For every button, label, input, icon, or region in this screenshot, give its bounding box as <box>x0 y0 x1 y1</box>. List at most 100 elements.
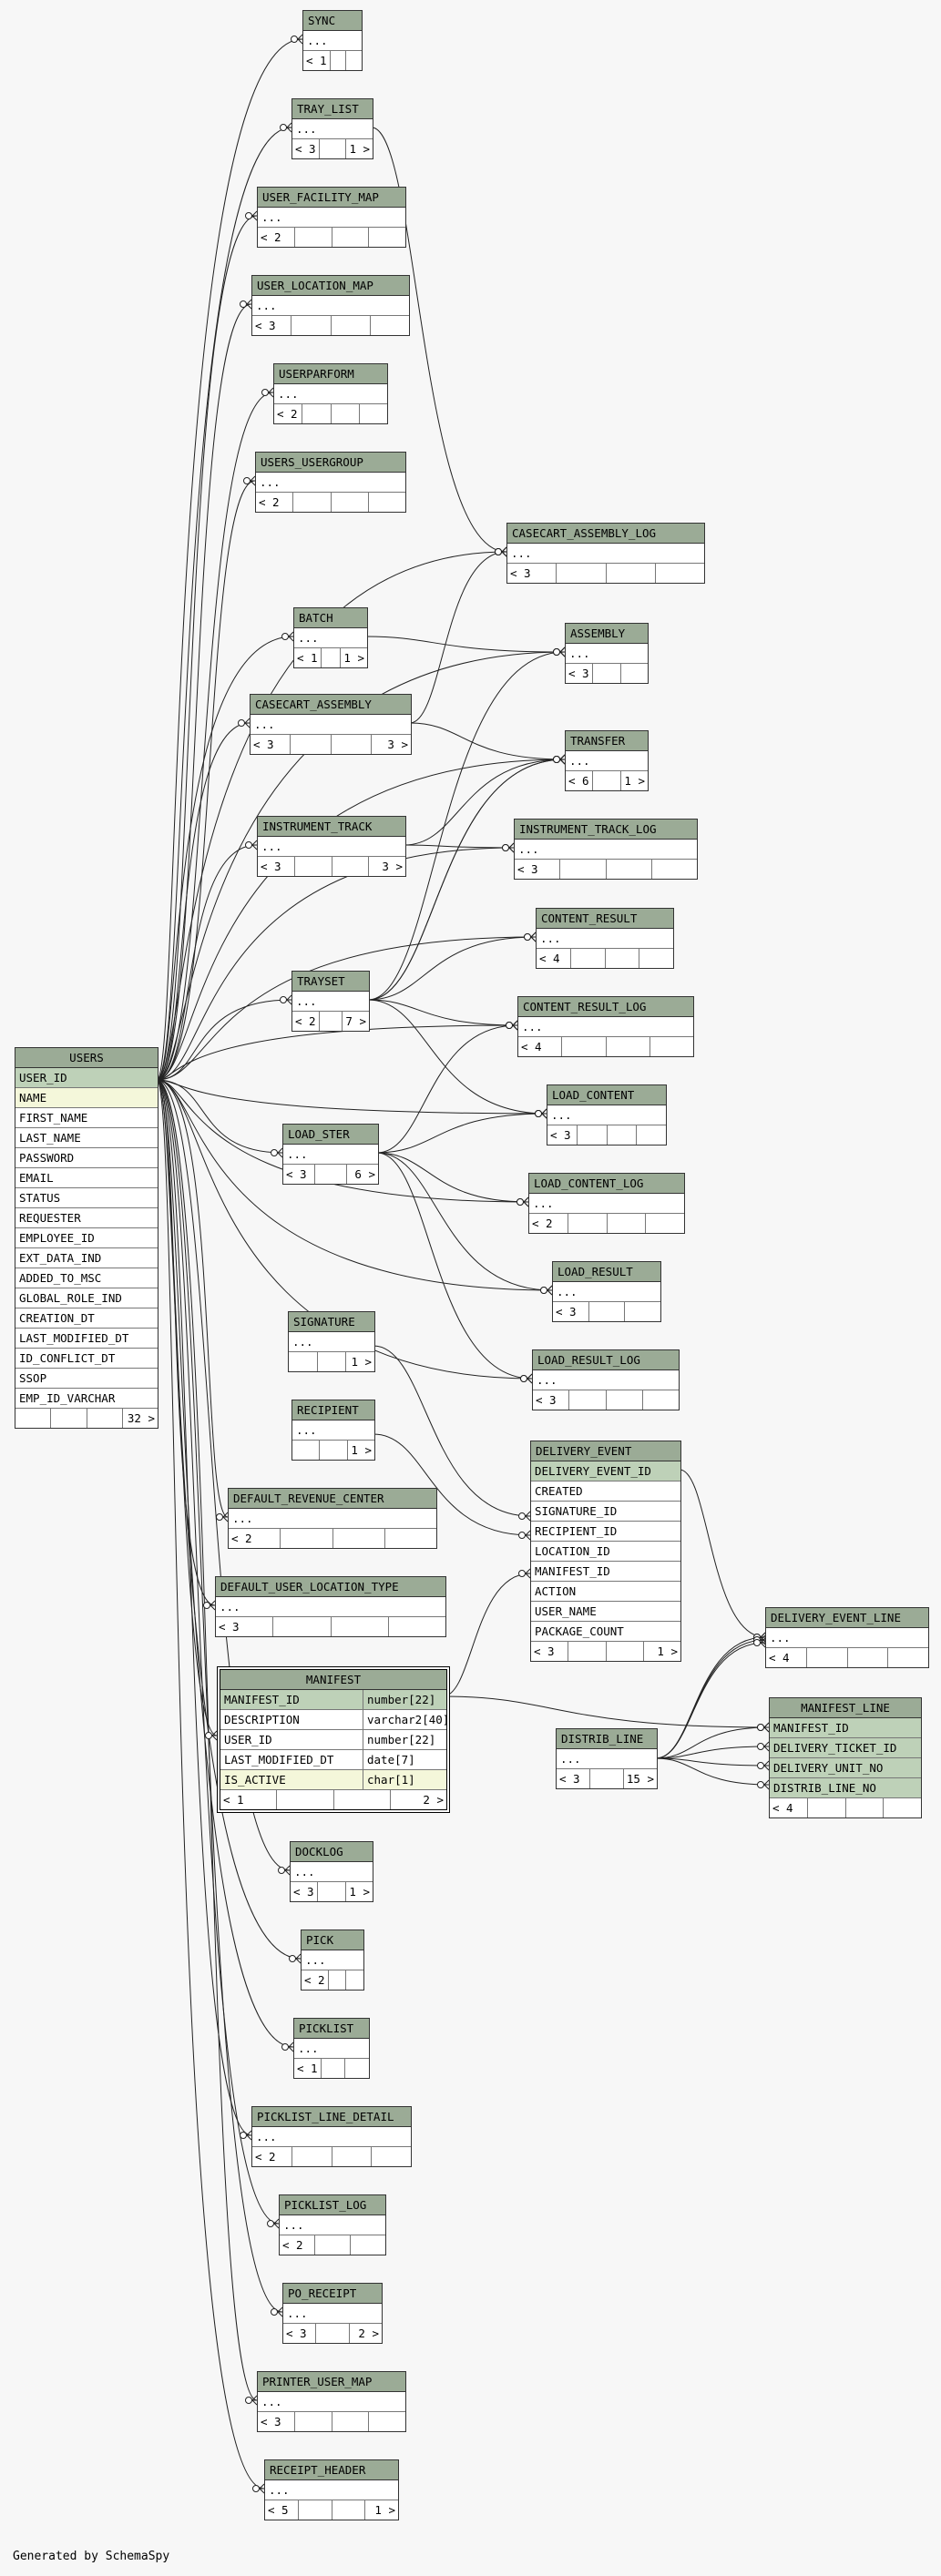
children-count[interactable]: < 4 <box>766 1648 807 1667</box>
collapsed-columns[interactable]: ... <box>529 1194 684 1214</box>
footer-cell[interactable] <box>332 857 370 876</box>
footer-cell[interactable] <box>292 2147 332 2166</box>
parents-count[interactable] <box>650 1037 693 1056</box>
footer-cell[interactable] <box>848 1648 889 1667</box>
table-header[interactable]: RECIPIENT <box>292 1400 374 1420</box>
table-header[interactable]: CONTENT_RESULT_LOG <box>518 997 693 1017</box>
table-header[interactable]: DELIVERY_EVENT_LINE <box>766 1608 928 1628</box>
footer-cell[interactable] <box>332 735 372 754</box>
table-header[interactable]: INSTRUMENT_TRACK <box>258 817 405 837</box>
table-printer-user-map[interactable]: PRINTER_USER_MAP...< 3 <box>257 2371 406 2432</box>
table-sync[interactable]: SYNC...< 1 <box>302 10 363 71</box>
collapsed-columns[interactable]: ... <box>283 2304 382 2324</box>
column-row[interactable]: NAME <box>15 1088 158 1108</box>
children-count[interactable]: < 3 <box>566 664 594 683</box>
column-row[interactable]: STATUS <box>15 1188 158 1208</box>
table-header[interactable]: CASECART_ASSEMBLY <box>251 695 411 715</box>
table-header[interactable]: TRAYSET <box>292 972 369 992</box>
footer-cell[interactable] <box>846 1798 885 1817</box>
column-row[interactable]: EMAIL <box>15 1168 158 1188</box>
table-header[interactable]: TRANSFER <box>566 731 648 751</box>
table-casecart-assembly-log[interactable]: CASECART_ASSEMBLY_LOG...< 3 <box>506 523 705 584</box>
parents-count[interactable]: 1 > <box>657 1644 678 1658</box>
footer-cell[interactable] <box>293 493 332 512</box>
parents-count[interactable] <box>637 1125 666 1145</box>
table-header[interactable]: CASECART_ASSEMBLY_LOG <box>507 524 704 544</box>
children-count[interactable]: < 3 <box>258 2412 295 2431</box>
collapsed-columns[interactable]: ... <box>553 1282 660 1302</box>
parents-count[interactable] <box>369 493 405 512</box>
footer-cell[interactable] <box>329 1970 347 1990</box>
collapsed-columns[interactable]: ... <box>280 2215 385 2235</box>
footer-cell[interactable] <box>318 1352 347 1371</box>
children-count[interactable]: < 3 <box>557 1769 590 1788</box>
footer-cell[interactable] <box>333 1529 385 1548</box>
column-row[interactable]: DELIVERY_EVENT_ID <box>531 1461 680 1481</box>
parents-count[interactable]: 3 > <box>387 738 408 751</box>
parents-count[interactable] <box>646 1214 684 1233</box>
collapsed-columns[interactable]: ... <box>289 1332 374 1352</box>
footer-cell[interactable] <box>295 857 332 876</box>
table-users-usergroup[interactable]: USERS_USERGROUP...< 2 <box>255 452 406 513</box>
collapsed-columns[interactable]: ... <box>294 2039 369 2059</box>
parents-count[interactable] <box>621 664 648 683</box>
column-row[interactable]: FIRST_NAME <box>15 1108 158 1128</box>
collapsed-columns[interactable]: ... <box>566 644 648 664</box>
table-header[interactable]: USERS_USERGROUP <box>256 453 405 473</box>
table-header[interactable]: RECEIPT_HEADER <box>265 2460 398 2480</box>
footer-cell[interactable] <box>332 1617 389 1636</box>
table-header[interactable]: LOAD_STER <box>283 1125 378 1145</box>
column-row[interactable]: EMPLOYEE_ID <box>15 1228 158 1248</box>
collapsed-columns[interactable]: ... <box>515 840 697 860</box>
footer-cell[interactable] <box>315 1165 347 1184</box>
table-header[interactable]: USERPARFORM <box>274 364 387 384</box>
footer-cell[interactable] <box>87 1409 123 1428</box>
column-row[interactable]: GLOBAL_ROLE_IND <box>15 1288 158 1308</box>
parents-count[interactable] <box>884 1798 921 1817</box>
children-count[interactable]: < 3 <box>283 1165 315 1184</box>
table-header[interactable]: SIGNATURE <box>289 1312 374 1332</box>
column-row[interactable]: EMP_ID_VARCHAR <box>15 1389 158 1409</box>
footer-cell[interactable] <box>332 316 371 335</box>
collapsed-columns[interactable]: ... <box>291 1862 373 1882</box>
collapsed-columns[interactable]: ... <box>302 1950 363 1970</box>
footer-cell[interactable] <box>607 564 656 583</box>
children-count[interactable]: < 3 <box>251 735 292 754</box>
table-header[interactable]: DELIVERY_EVENT <box>531 1441 680 1461</box>
table-user-location-map[interactable]: USER_LOCATION_MAP...< 3 <box>251 275 410 336</box>
table-header[interactable]: MANIFEST <box>220 1670 446 1690</box>
parents-count[interactable]: 3 > <box>382 860 403 873</box>
table-assembly[interactable]: ASSEMBLY...< 3 <box>565 623 649 684</box>
column-row[interactable]: MANIFEST_ID <box>770 1718 921 1738</box>
table-header[interactable]: ASSEMBLY <box>566 624 648 644</box>
footer-cell[interactable] <box>299 2500 332 2520</box>
children-count[interactable]: < 1 <box>303 51 331 70</box>
column-row[interactable]: DELIVERY_UNIT_NO <box>770 1758 921 1778</box>
collapsed-columns[interactable]: ... <box>258 837 405 857</box>
footer-cell[interactable] <box>315 2235 351 2255</box>
parents-count[interactable]: 6 > <box>354 1167 375 1181</box>
column-row[interactable]: CREATION_DT <box>15 1308 158 1329</box>
collapsed-columns[interactable]: ... <box>537 929 673 949</box>
table-header[interactable]: LOAD_CONTENT <box>547 1085 666 1105</box>
footer-cell[interactable] <box>322 2059 346 2078</box>
column-row[interactable]: ACTION <box>531 1582 680 1602</box>
children-count[interactable]: < 3 <box>553 1302 589 1321</box>
footer-cell[interactable] <box>589 1302 626 1321</box>
table-instrument-track-log[interactable]: INSTRUMENT_TRACK_LOG...< 3 <box>514 819 698 880</box>
children-count[interactable]: < 3 <box>258 857 295 876</box>
parents-count[interactable] <box>369 2412 405 2431</box>
footer-cell[interactable] <box>334 1790 391 1809</box>
footer-cell[interactable] <box>273 1617 332 1636</box>
table-header[interactable]: DISTRIB_LINE <box>557 1729 657 1749</box>
column-row[interactable]: PASSWORD <box>15 1148 158 1168</box>
children-count[interactable]: < 2 <box>292 1012 320 1031</box>
